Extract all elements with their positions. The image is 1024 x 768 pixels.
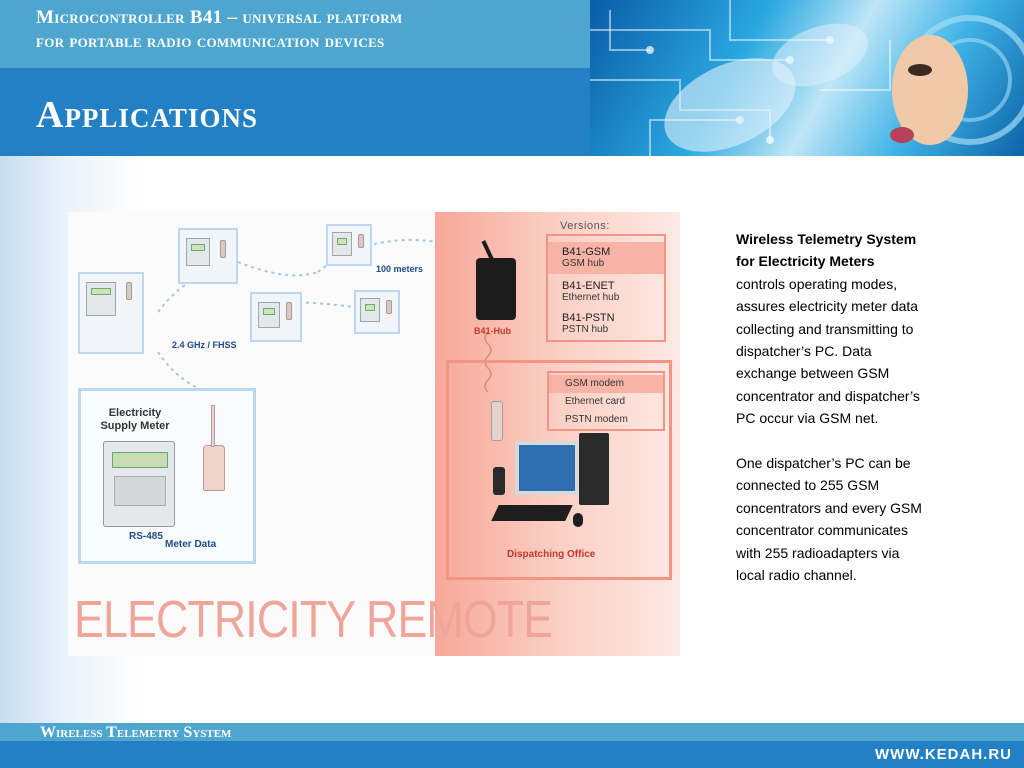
- electricity-meter-card: Electricity Supply Meter RS-485 Meter Da…: [78, 388, 256, 564]
- antenna-icon: [358, 234, 364, 248]
- meter-icon: [258, 302, 280, 328]
- footer-top-band: [0, 723, 1024, 741]
- dispatching-office-box: GSM modem Ethernet card PSTN modem Dispa…: [446, 360, 672, 580]
- header-bottom-band: [0, 68, 590, 156]
- meter-data-label: Meter Data: [165, 539, 217, 550]
- pc-tower-icon: [579, 433, 609, 505]
- distance-label: 100 meters: [376, 264, 424, 274]
- module-ethernet-card: Ethernet card: [565, 396, 626, 407]
- meter-card-3: [250, 292, 302, 342]
- footer-title: Wireless Telemetry System: [40, 724, 232, 741]
- description-paragraph-2: One dispatcher’s PC can be connected to …: [736, 455, 922, 584]
- meter-icon: [186, 238, 210, 266]
- antenna-mast: [211, 405, 215, 447]
- modem-antenna-icon: [491, 401, 503, 441]
- description-text: Wireless Telemetry System for Electricit…: [736, 228, 926, 609]
- speaker-icon: [493, 467, 505, 495]
- antenna-icon: [286, 302, 292, 320]
- footer-website-link[interactable]: WWW.KEDAH.RU: [875, 746, 1012, 763]
- versions-title: Versions:: [560, 220, 610, 232]
- billing-banner: ELECTRICITY REMOTE BILLING: [74, 591, 553, 656]
- description-heading: Wireless Telemetry System for Electricit…: [736, 231, 917, 270]
- meter-card-4: [326, 224, 372, 266]
- hub-label: B41-Hub: [474, 326, 512, 336]
- module-gsm-modem: GSM modem: [549, 375, 663, 393]
- header-top-band: [0, 0, 590, 68]
- footer-bottom-band: [0, 741, 1024, 768]
- antenna-icon: [220, 240, 226, 258]
- mouse-icon: [573, 513, 583, 527]
- billing-diagram: 2.4 GHz / FHSS 100 meters Electricity Su…: [68, 212, 680, 656]
- diagram-pink-panel: [435, 212, 680, 656]
- meter-title: Electricity Supply Meter: [100, 407, 170, 432]
- hub-device-icon: [476, 258, 516, 320]
- description-body-1: controls operating modes, assures electr…: [736, 275, 920, 427]
- slide-title: Applications: [36, 94, 258, 136]
- antenna-icon: [203, 445, 225, 491]
- rs485-label: RS-485: [129, 531, 163, 542]
- meter-icon: [86, 282, 116, 316]
- meter-device-icon: [103, 441, 175, 527]
- antenna-icon: [386, 300, 392, 314]
- meter-card-2: [178, 228, 238, 284]
- subtitle-line-2: for portable radio communication devices: [36, 31, 385, 52]
- fhss-label: 2.4 GHz / FHSS: [172, 340, 237, 350]
- header-tech-image: [590, 0, 1024, 156]
- meter-card-5: [354, 290, 400, 334]
- monitor-icon: [515, 441, 579, 495]
- meter-icon: [360, 298, 380, 322]
- meter-card-1: [78, 272, 144, 354]
- modules-box: GSM modem Ethernet card PSTN modem: [547, 371, 665, 431]
- circuit-graphic: [590, 0, 1024, 156]
- meter-icon: [332, 232, 352, 256]
- dispatching-office-label: Dispatching Office: [507, 549, 596, 560]
- keyboard-icon: [491, 505, 573, 521]
- description-paragraph-1: Wireless Telemetry System for Electricit…: [736, 228, 926, 430]
- module-pstn-modem: PSTN modem: [565, 414, 628, 425]
- presentation-subtitle: Microcontroller B41 – universal platform…: [36, 6, 586, 54]
- subtitle-line-1: Microcontroller B41 – universal platform: [36, 7, 403, 28]
- antenna-icon: [126, 282, 132, 300]
